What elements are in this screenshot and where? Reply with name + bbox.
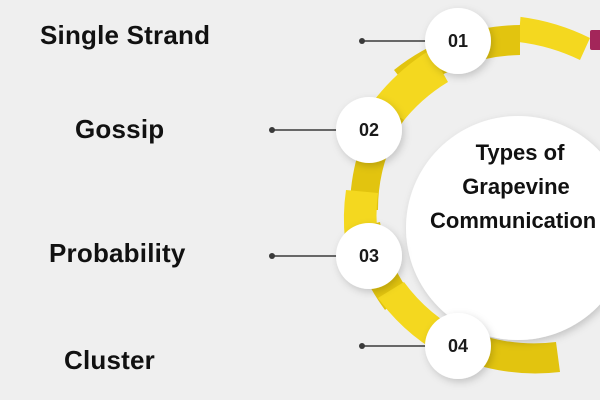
number-bubble-04 [425,313,491,379]
item-label-cluster: Cluster [64,345,155,375]
item-label-single-strand: Single Strand [40,20,211,50]
number-04: 04 [448,336,468,356]
number-01: 01 [448,31,468,51]
item-label-gossip: Gossip [75,114,165,144]
center-circle [406,116,600,340]
number-bubble-01 [425,8,491,74]
ring-segment-1 [518,16,590,60]
number-02: 02 [359,120,379,140]
brand-accent-tab [590,30,600,50]
center-title-line-3: Communication [430,208,596,233]
center-title-line-1: Types of [476,140,566,165]
center-title-line-2: Grapevine [462,174,570,199]
number-03: 03 [359,246,379,266]
number-bubble-03 [336,223,402,289]
item-label-probability: Probability [49,238,186,268]
number-bubble-02 [336,97,402,163]
